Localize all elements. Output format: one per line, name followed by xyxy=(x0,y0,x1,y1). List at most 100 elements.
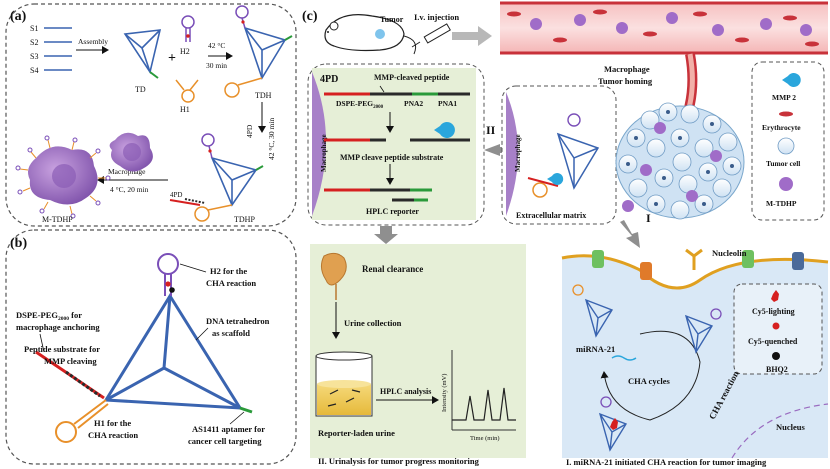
syringe-icon xyxy=(411,23,451,48)
cy5-lighting-icon xyxy=(771,290,779,302)
nucleus-boundary xyxy=(731,403,829,459)
b-dspe-line2: macrophage anchoring xyxy=(16,322,100,332)
mmp-cleave-label: MMP cleave peptide substrate xyxy=(340,153,444,162)
plus-sign: + xyxy=(168,51,176,66)
cy5-dot xyxy=(165,281,171,287)
mtdhp-label: M-TDHP xyxy=(42,215,73,224)
tumor-label: Tumor xyxy=(380,15,404,24)
tumor-cluster xyxy=(615,102,745,220)
dna-tetrahedron xyxy=(103,293,243,410)
h1-hairpin-icon xyxy=(175,79,199,103)
legend-tumor-cell-icon xyxy=(777,137,795,155)
td-aptamer xyxy=(149,71,159,79)
strand-s3-label: S3 xyxy=(30,52,38,61)
macrophage-membrane xyxy=(312,72,326,216)
h1-label: H1 xyxy=(180,105,190,114)
dspe-label: DSPE-PEG2000 xyxy=(336,99,384,110)
blood-vessel xyxy=(500,1,828,55)
ecm-tetrahedron xyxy=(556,132,600,190)
homing-line2: Tumor homing xyxy=(598,76,653,86)
caption-ii: II. Urinalysis for tumor progress monito… xyxy=(318,456,480,466)
macrophage-label: Macrophage xyxy=(108,167,146,176)
iv-label: I.v. injection xyxy=(414,12,459,22)
peptide-substrate xyxy=(65,370,101,398)
caption-i: I. miRNA-21 initiated CHA reaction for t… xyxy=(566,457,767,467)
panel-b-label: (b) xyxy=(10,236,27,251)
hplc-chromatogram xyxy=(451,350,516,431)
cha-cycle xyxy=(572,284,722,452)
roman-ii: II xyxy=(486,123,496,137)
legend-mmp2-icon xyxy=(782,73,801,87)
h2-fluor-dot xyxy=(186,34,190,38)
homing-line1: Macrophage xyxy=(604,64,650,74)
panel-a-border xyxy=(5,3,297,227)
legend-mtdhp: M-TDHP xyxy=(766,199,797,208)
nucleus-label: Nucleus xyxy=(776,422,806,432)
b-dna-line2: as scaffold xyxy=(212,328,250,338)
cy5-quenched-label: Cy5-quenched xyxy=(748,337,798,346)
tdh-label: TDH xyxy=(255,91,272,100)
h2-hairpin-icon xyxy=(181,15,195,42)
bhq2-dot xyxy=(169,287,175,293)
mmp-panel xyxy=(312,68,476,220)
tdh-tetrahedron xyxy=(243,26,287,80)
arrow-i xyxy=(620,220,640,248)
mouse-icon xyxy=(324,14,417,55)
intensity-label: Intensity (mV) xyxy=(441,374,448,412)
panel-a-label: (a) xyxy=(10,9,27,24)
b-h2-line2: CHA reaction xyxy=(206,278,256,288)
assembly-label: Assembly xyxy=(78,37,108,46)
legend-tumor-cell: Tumor cell xyxy=(766,159,800,168)
erythrocytes xyxy=(507,9,819,47)
macrophage-vertical-label: Macrophage xyxy=(320,134,328,172)
cond2-label: 42 °C, 30 min xyxy=(267,118,276,160)
pd4-small-label: 4PD xyxy=(170,191,182,199)
roman-i: I xyxy=(646,211,651,225)
hplc-analysis-label: HPLC analysis xyxy=(380,387,431,396)
imaging-legend xyxy=(733,283,823,375)
cond1-line2: 30 min xyxy=(206,61,227,70)
bhq2-icon xyxy=(772,352,780,360)
tdh-h2-loop xyxy=(235,5,249,19)
pna1-label: PNA1 xyxy=(438,99,457,108)
panel-b-border xyxy=(5,229,297,465)
mechanism-border xyxy=(307,63,485,226)
cy5-quenched-icon xyxy=(772,322,780,330)
ecm-macrophage-label: Macrophage xyxy=(514,134,522,172)
cond1-line1: 42 °C xyxy=(208,41,225,50)
cha-cycles-label: CHA cycles xyxy=(628,376,670,386)
as1411-aptamer xyxy=(239,406,253,414)
b-dspe-line1: DSPE-PEG2000 for xyxy=(16,310,82,322)
arrow-to-vessel xyxy=(452,26,492,46)
tdhp-label: TDHP xyxy=(234,215,255,224)
td-label: TD xyxy=(135,85,146,94)
legend-mmp2: MMP 2 xyxy=(772,93,796,102)
time-label: Time (min) xyxy=(470,435,500,442)
panel-b: (b) H2 for the CHA reaction DSPE-PEG2000… xyxy=(5,229,297,465)
big-h1-loop xyxy=(55,421,77,443)
nucleolin-icon xyxy=(685,248,703,270)
circulating-macrophages xyxy=(530,12,812,36)
b-peptide-line2: MMP cleaving xyxy=(44,356,97,366)
beaker-icon xyxy=(315,351,373,417)
nucleolin-label: Nucleolin xyxy=(712,248,747,258)
pd4-label: 4PD xyxy=(245,124,254,138)
b-as-line2: cancer cell targeting xyxy=(188,436,262,446)
legend-erythrocyte-icon xyxy=(779,111,793,117)
panel-c-label: (c) xyxy=(302,9,318,24)
arrow-to-urinalysis xyxy=(374,226,398,244)
b-peptide-line1: Peptide substrate for xyxy=(24,344,100,354)
urinalysis-panel xyxy=(310,244,526,458)
td-tetrahedron xyxy=(123,29,162,74)
tdhp-anchor xyxy=(169,199,201,206)
tumor-dot xyxy=(375,29,385,39)
tdh-h1-loop xyxy=(224,82,240,98)
bhq2-label: BHQ2 xyxy=(766,365,788,374)
mmp-icon xyxy=(434,122,455,138)
big-h2-loop xyxy=(157,253,179,275)
tdhp-tetrahedron xyxy=(210,156,258,207)
h2-label: H2 xyxy=(180,47,190,56)
reporter-urine-label: Reporter-laden urine xyxy=(318,428,395,438)
ecm-label: Extracellular matrix xyxy=(516,211,586,220)
hplc-reporter-label: HPLC reporter xyxy=(366,207,419,216)
